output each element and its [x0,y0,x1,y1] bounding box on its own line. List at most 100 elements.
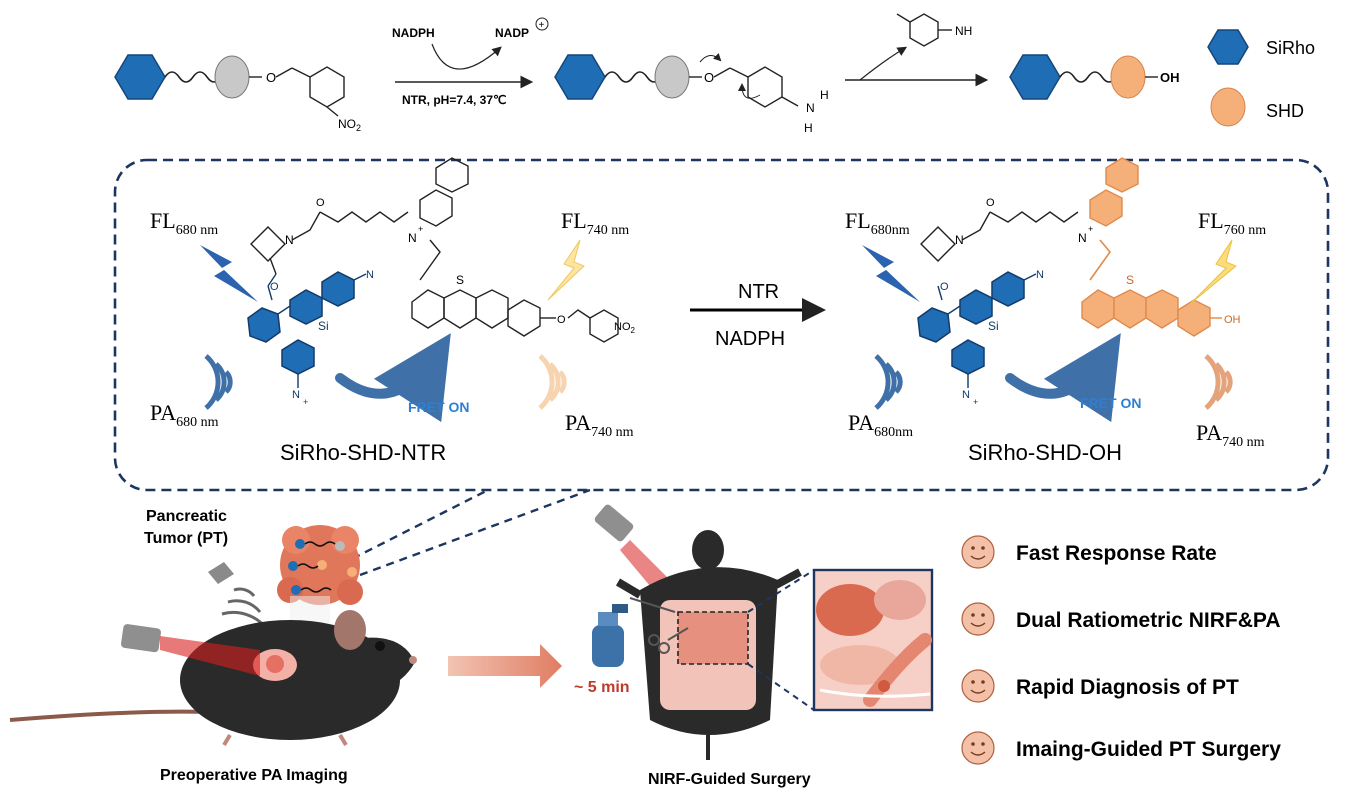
svg-text:N: N [1036,269,1044,281]
surgery-panel: ~ 5 min [574,504,934,788]
svg-text:N: N [408,231,417,245]
svg-text:O: O [316,197,325,209]
legend: SiRho SHD [1207,29,1315,127]
svg-text:N: N [292,389,300,401]
pa-signal-waves-icon [221,587,268,629]
preoperative-panel: Pancreatic Tumor (PT) [9,508,417,784]
laser-source-icon [121,624,161,653]
sirho-structure: O N Si N N + [917,226,1044,407]
amine-n: N [806,101,815,115]
svg-text:N: N [1078,231,1087,245]
shd-structure-active: S OH [1081,273,1241,337]
mouse-surgery-icon [615,530,802,760]
sirho-structure: O N Si N N + [247,226,374,407]
smiley-icon [961,669,995,703]
zoom-line-right [359,488,591,577]
fl-680-label-right: FL680nm [845,208,910,238]
smiley-icon [961,602,995,636]
svg-text:+: + [1088,224,1093,234]
svg-text:N: N [285,233,294,247]
nitro-group: NO2 [338,117,361,133]
svg-text:+: + [973,397,978,407]
pa-740-label: PA740 nm [565,410,634,440]
probe-left: FL680 nm O N Si N N + O N + [150,157,636,465]
svg-text:N: N [366,269,374,281]
sirho-hexagon-icon [554,54,606,100]
benefit-3: Rapid Diagnosis of PT [1016,676,1239,699]
conditions-label: NTR, pH=7.4, 37℃ [402,93,507,107]
probe-left-name: SiRho-SHD-NTR [280,440,446,465]
svg-text:O: O [986,197,995,209]
nadph-transform-label: NADPH [715,328,785,350]
smiley-icon [961,731,995,765]
benefit-2: Dual Ratiometric NIRF&PA [1016,609,1280,632]
benefit-1: Fast Response Rate [1016,542,1217,565]
svg-text:+: + [303,397,308,407]
surgical-field-box [677,611,749,665]
ntr-transform-arrow: NTR NADPH [690,281,826,350]
product-molecule: OH [1009,54,1180,100]
pa-680-label: PA680 nm [150,400,219,430]
spray-bottle-icon [592,604,628,667]
sirho-hexagon-icon [114,54,166,100]
benefits-list: Fast Response Rate Dual Ratiometric NIRF… [961,535,1281,765]
svg-text:O: O [704,70,714,85]
preoperative-caption: Preoperative PA Imaging [160,767,348,784]
shd-circle [1110,55,1146,99]
legend-shd-label: SHD [1266,101,1304,121]
shd-legend-icon [1210,87,1246,127]
svg-text:S: S [456,273,464,287]
shd-structure: S O NO2 [411,273,636,343]
piperazine-ring [250,226,286,262]
benefit-item: Dual Ratiometric NIRF&PA [961,602,1280,636]
nadph-label: NADPH [392,26,435,40]
fl-740-label: FL740 nm [561,208,629,238]
quinone-imine-ring [909,13,939,47]
excitation-bolt-icon [200,245,258,302]
svg-text:+: + [418,224,423,234]
fret-arrow [335,333,451,423]
sirho-hexagon-icon [1009,54,1061,100]
ether-oxygen: O [266,70,276,85]
pa-740-label-right: PA740 nm [1196,420,1265,450]
tumor-label-line2: Tumor (PT) [144,530,228,547]
probe-right-name: SiRho-SHD-OH [968,440,1122,465]
amine-h-top: H [820,88,829,102]
organ-zoom-inset [812,568,934,712]
svg-text:S: S [1126,273,1134,287]
scissors-icon [648,627,689,654]
probe-right: FL680nm O N Si N N + O N + [845,157,1266,465]
benefit-item: Rapid Diagnosis of PT [961,669,1239,703]
svg-text:O: O [557,314,566,326]
benzene-ring [309,66,345,108]
fret-on-label: FRET ON [408,399,469,415]
reaction-arrow-2: NH [845,13,989,87]
laser-source-icon [594,504,634,542]
probe-oh: OH [1224,314,1241,326]
emission-bolt-icon [547,239,585,301]
pa-680-waves-icon-right [874,354,903,410]
ntr-label: NTR [738,281,779,303]
svg-text:O: O [940,281,949,293]
nadp-charge: + [539,20,545,31]
benefit-item: Imaing-Guided PT Surgery [961,731,1281,765]
legend-sirho-label: SiRho [1266,38,1315,58]
nadp-label: NADP [495,26,529,40]
svg-text:N: N [955,233,964,247]
laser-beam [160,636,260,676]
svg-text:Si: Si [318,319,329,333]
fl-760-label: FL760 nm [1198,208,1266,238]
probe-mechanism-box [113,158,1330,492]
fret-on-label-right: FRET ON [1080,395,1141,411]
time-label: ~ 5 min [574,679,630,696]
tumor-label-line1: Pancreatic [146,508,227,525]
product-oh: OH [1160,70,1180,85]
smiley-icon [961,535,995,569]
emission-bolt-icon [1189,239,1237,305]
progress-arrow [448,644,562,688]
zoom-line-left [339,488,489,567]
excitation-bolt-icon [862,245,920,302]
fret-arrow [1005,333,1121,423]
pa-680-waves-icon [204,354,233,410]
